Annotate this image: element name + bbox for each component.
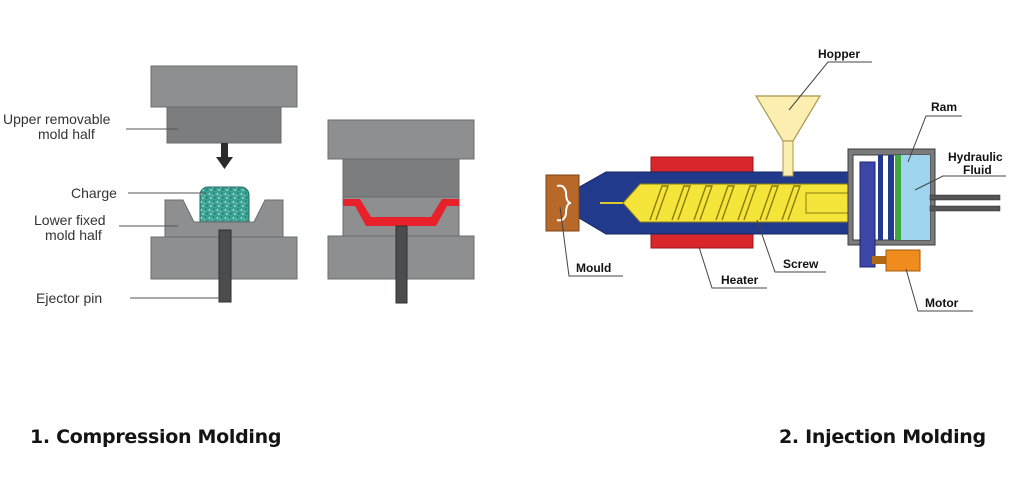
caption-injection-molding: 2. Injection Molding bbox=[779, 426, 986, 448]
compression-molding-diagram: Upper removable mold half Charge Lower f… bbox=[3, 65, 475, 306]
label-charge: Charge bbox=[71, 185, 117, 201]
down-arrow-icon bbox=[216, 143, 233, 169]
ejector-pin-closed bbox=[395, 225, 408, 304]
heater-top bbox=[650, 156, 754, 173]
mould bbox=[545, 174, 580, 232]
hydraulic-unit bbox=[847, 148, 1001, 268]
upper-mold-half bbox=[150, 65, 298, 144]
label-ram: Ram bbox=[931, 100, 957, 114]
drive-shaft bbox=[859, 161, 876, 268]
label-upper-removable: Upper removable bbox=[3, 111, 111, 127]
label-ejector-pin: Ejector pin bbox=[36, 290, 102, 306]
motor bbox=[872, 249, 921, 272]
label-motor: Motor bbox=[925, 296, 959, 310]
label-lower-fixed: Lower fixed bbox=[34, 212, 106, 228]
hydraulic-fluid bbox=[900, 155, 930, 240]
caption-compression-molding: 1. Compression Molding bbox=[30, 426, 282, 448]
hopper bbox=[754, 95, 822, 177]
injection-molding-diagram: Hopper Ram Hydraulic Fluid Mould Heater … bbox=[545, 47, 1006, 312]
label-lower-mold-half: mold half bbox=[45, 227, 102, 243]
label-heater: Heater bbox=[721, 273, 759, 287]
label-hopper: Hopper bbox=[818, 47, 860, 61]
screw bbox=[600, 183, 889, 223]
ram-plate bbox=[895, 155, 901, 240]
label-hydraulic: Hydraulic bbox=[948, 150, 1003, 164]
ejector-pin bbox=[218, 229, 232, 303]
heater-bottom bbox=[650, 233, 754, 249]
molded-part bbox=[343, 199, 459, 226]
label-screw: Screw bbox=[783, 257, 819, 271]
label-fluid: Fluid bbox=[963, 163, 992, 177]
closed-mold bbox=[327, 119, 475, 304]
label-mould: Mould bbox=[576, 261, 611, 275]
label-upper-mold-half: mold half bbox=[38, 126, 95, 142]
